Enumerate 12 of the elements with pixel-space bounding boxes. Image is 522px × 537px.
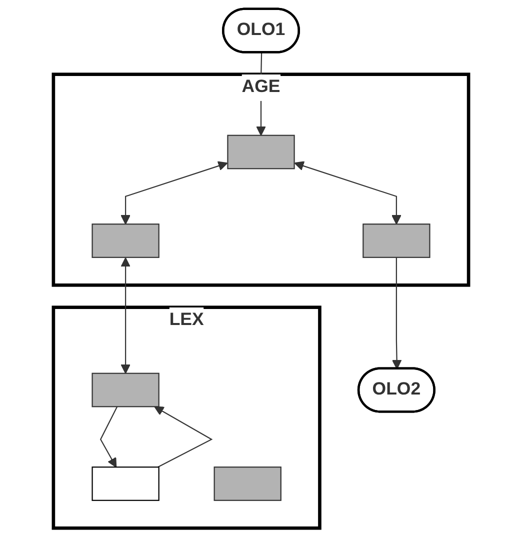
node-box — [227, 134, 295, 170]
node-box — [362, 224, 430, 258]
arrow — [120, 161, 228, 225]
arrow — [100, 406, 118, 468]
node-box — [92, 372, 160, 408]
arrow — [392, 257, 402, 370]
arrow — [120, 257, 130, 374]
arrow — [154, 406, 213, 468]
node-box — [214, 466, 282, 501]
node-box — [92, 466, 160, 501]
node-box — [92, 224, 160, 258]
arrow — [294, 161, 402, 225]
